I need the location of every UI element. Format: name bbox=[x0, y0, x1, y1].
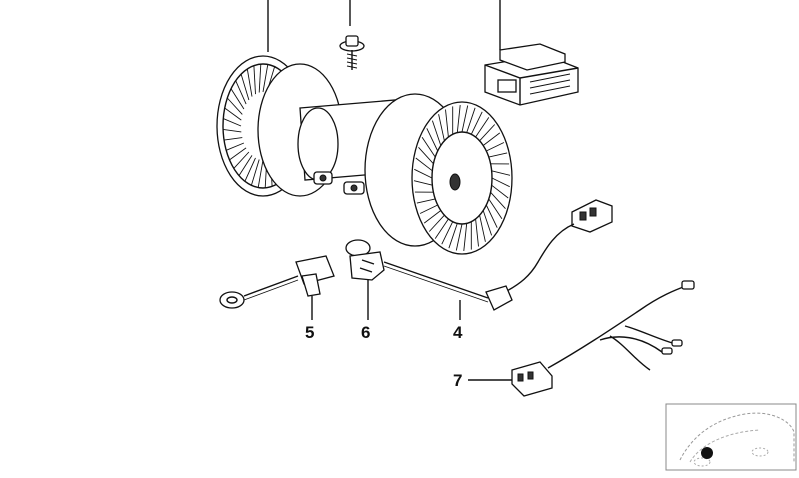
callout-4-label: 4 bbox=[453, 323, 463, 342]
callout-5: 5 bbox=[305, 296, 314, 342]
location-marker bbox=[701, 447, 713, 459]
callout-6: 6 bbox=[361, 280, 370, 342]
callout-5-label: 5 bbox=[305, 323, 314, 342]
car-locator-icon bbox=[666, 404, 796, 470]
grommet-icon bbox=[346, 240, 384, 280]
callout-4: 4 bbox=[453, 300, 463, 342]
blower-motor-icon bbox=[217, 0, 512, 254]
callout-7: 7 bbox=[453, 371, 512, 390]
screw-icon bbox=[340, 0, 364, 70]
sensor-clip-icon bbox=[220, 256, 334, 308]
resistor-connector-icon bbox=[485, 0, 578, 105]
callout-7-label: 7 bbox=[453, 371, 462, 390]
callout-6-label: 6 bbox=[361, 323, 370, 342]
wiring-harness-icon bbox=[512, 281, 694, 396]
